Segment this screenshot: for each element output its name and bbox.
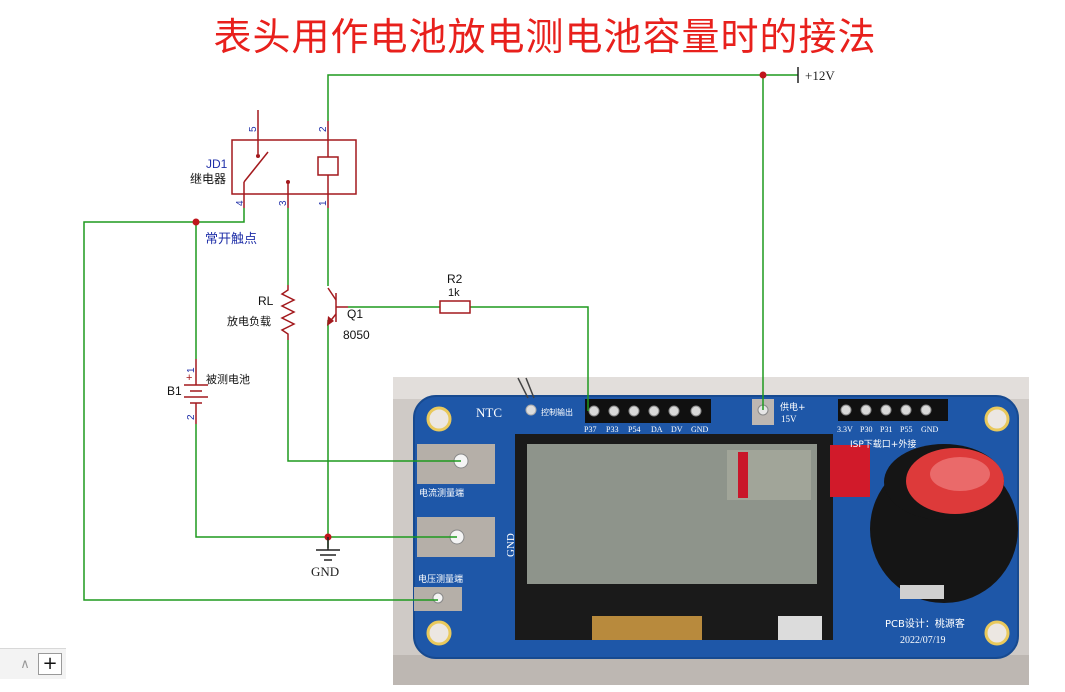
- wires: [83, 74, 798, 601]
- isp-pin-label: P31: [880, 425, 892, 434]
- relay-pin-3: 3: [278, 200, 289, 206]
- scroll-up-button[interactable]: ∧: [14, 655, 36, 673]
- resistor-value: 1k: [448, 287, 460, 299]
- relay-pin-2: 2: [318, 126, 329, 132]
- junction-dots: [192, 71, 767, 541]
- header-pin-label: P33: [606, 425, 618, 434]
- power-label: +12V: [805, 68, 835, 83]
- board-supply-voltage: 15V: [781, 414, 797, 424]
- battery-name: 被测电池: [206, 373, 250, 386]
- voltage-terminal-label: 电压测量端: [418, 573, 463, 585]
- board-ntc-label: NTC: [476, 405, 502, 420]
- relay-pin-4: 4: [235, 200, 246, 206]
- battery-pin-1: 1: [186, 367, 197, 373]
- bottom-toolbar: ∧ +: [0, 648, 66, 679]
- pcb-credit: PCB设计：桃源客: [885, 617, 965, 630]
- load-resistor-symbol: [280, 285, 296, 340]
- battery-ref: B1: [167, 384, 182, 398]
- header-pin-label: P54: [628, 425, 640, 434]
- ground-symbol: [316, 537, 340, 561]
- board-gnd-label: GND: [505, 533, 517, 557]
- current-terminal-label: 电流测量端: [419, 487, 464, 499]
- isp-pin-label: P30: [860, 425, 872, 434]
- header-pin-label: GND: [691, 425, 709, 434]
- relay-name: 继电器: [190, 172, 226, 186]
- relay-contact-label: 常开触点: [205, 232, 257, 247]
- resistor-ref: R2: [447, 272, 463, 286]
- battery-plus: +: [186, 372, 192, 384]
- pcb-date: 2022/07/19: [900, 635, 946, 646]
- relay-pin-1: 1: [318, 200, 329, 206]
- transistor-ref: Q1: [347, 307, 363, 321]
- load-ref: RL: [258, 294, 274, 308]
- board-control-out-label: 控制输出: [541, 407, 573, 417]
- isp-pin-label: GND: [921, 425, 939, 434]
- add-button[interactable]: +: [38, 653, 62, 675]
- header-pin-label: DA: [651, 425, 663, 434]
- meter-board-photo: [393, 377, 1029, 685]
- isp-pin-label: P55: [900, 425, 912, 434]
- resistor-symbol: [439, 300, 471, 314]
- battery-pin-2: 2: [186, 414, 197, 420]
- header-pin-label: DV: [671, 425, 683, 434]
- page-title: 表头用作电池放电测电池容量时的接法: [213, 15, 877, 59]
- header-pin-label: P37: [584, 425, 596, 434]
- isp-pin-label: 3.3V: [837, 425, 853, 434]
- transistor-value: 8050: [343, 328, 370, 342]
- board-isp-label: ISP下载口+外接: [850, 438, 916, 450]
- emitter-arrow-icon: [327, 316, 334, 326]
- ground-label: GND: [311, 564, 339, 579]
- battery-symbol: [184, 359, 208, 424]
- board-supply-label: 供电+: [780, 401, 806, 413]
- relay-ref: JD1: [206, 157, 228, 171]
- load-name: 放电负载: [227, 314, 271, 328]
- relay-pin-5: 5: [248, 126, 259, 132]
- relay-symbol: [231, 110, 357, 208]
